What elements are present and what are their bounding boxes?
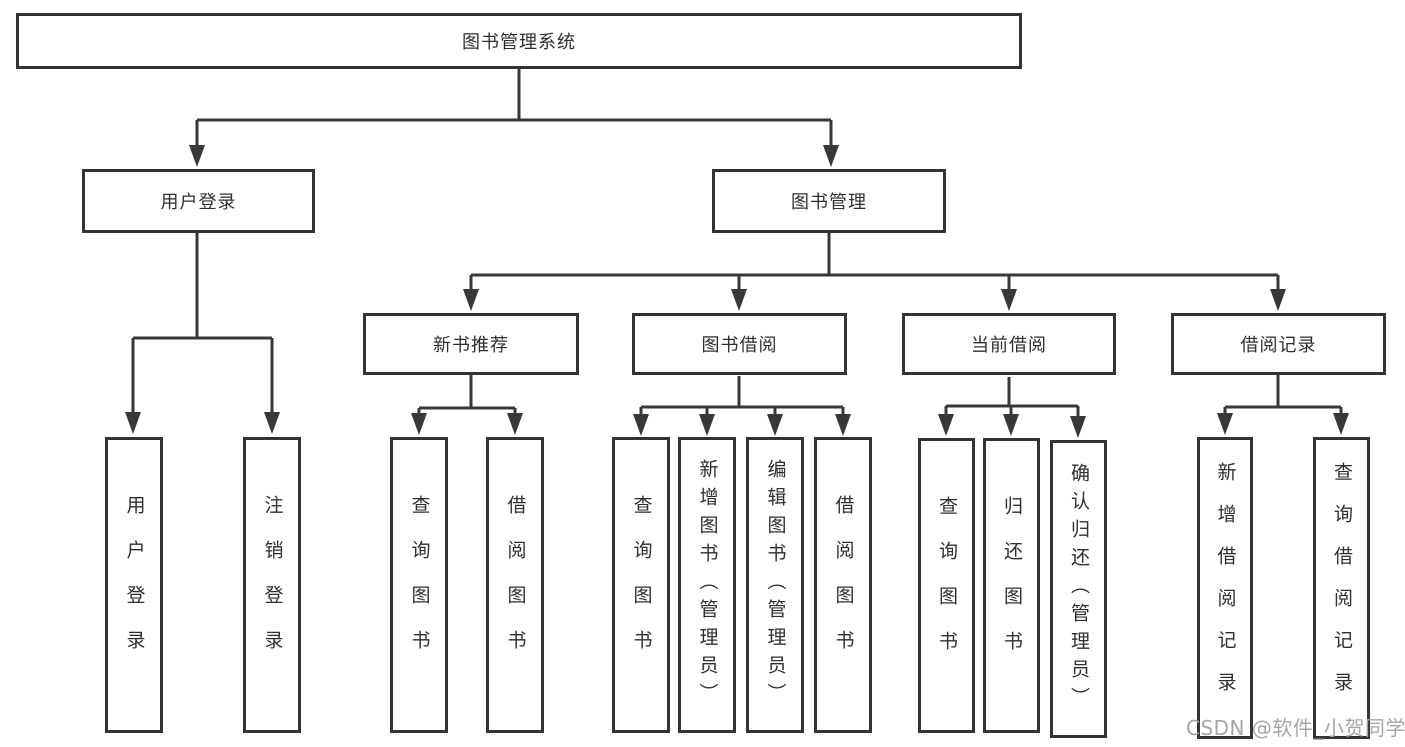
leaf-logout: 注销登录 (243, 437, 301, 733)
leaf-borrow-add-book: 新增图书（管理员） (678, 437, 736, 733)
arrowhead-to-newbook-borrow (507, 413, 523, 435)
arrowhead-to-borrow-query (633, 414, 649, 436)
connector-user-login-children (131, 233, 274, 417)
connector-borrow-records-children (1223, 375, 1343, 416)
arrowhead-to-leaf-logout (264, 412, 280, 434)
arrowhead-to-borrow-edit (767, 414, 783, 436)
arrowhead-to-user-login (189, 145, 205, 167)
arrowhead-to-borrow-borrow (835, 414, 851, 436)
csdn-watermark: CSDN @软件_小贺同学 (1186, 716, 1405, 740)
connector-new-book-rec-children (417, 375, 517, 416)
arrowhead-to-records-query (1333, 413, 1349, 435)
node-user-login: 用户登录 (82, 169, 315, 233)
node-root: 图书管理系统 (16, 13, 1022, 69)
node-borrow-records: 借阅记录 (1171, 313, 1386, 375)
arrowhead-to-current-borrow (1001, 289, 1017, 311)
connector-book-mgmt-children (469, 233, 1280, 293)
connector-book-borrow-children (639, 376, 845, 417)
leaf-newbook-borrow-book: 借阅图书 (486, 437, 544, 733)
arrowhead-to-current-return (1003, 414, 1019, 436)
node-book-borrow: 图书借阅 (632, 313, 847, 375)
arrowhead-to-new-book-rec (463, 289, 479, 311)
arrowhead-to-records-add (1217, 413, 1233, 435)
arrowhead-to-book-mgmt (823, 145, 839, 167)
node-current-borrow: 当前借阅 (902, 313, 1116, 375)
leaf-newbook-query-book: 查询图书 (390, 437, 448, 733)
connector-root-to-level2 (195, 69, 833, 150)
leaf-borrow-edit-book: 编辑图书（管理员） (746, 437, 804, 733)
leaf-current-confirm-return: 确认归还（管理员） (1050, 440, 1107, 738)
arrowhead-to-borrow-records (1270, 289, 1286, 311)
leaf-current-return-book: 归还图书 (983, 438, 1040, 733)
leaf-borrow-query-book: 查询图书 (612, 437, 670, 733)
node-book-mgmt: 图书管理 (712, 169, 946, 233)
arrowhead-to-newbook-query (411, 413, 427, 435)
connector-current-borrow-children (944, 377, 1080, 418)
arrowhead-to-book-borrow (731, 289, 747, 311)
leaf-records-add-record: 新增借阅记录 (1197, 437, 1253, 739)
arrowhead-to-leaf-user-login (125, 412, 141, 434)
leaf-records-query-record: 查询借阅记录 (1313, 437, 1370, 739)
leaf-current-query-book: 查询图书 (918, 438, 975, 733)
node-new-book-recommend: 新书推荐 (363, 313, 579, 375)
arrowhead-to-borrow-add (699, 414, 715, 436)
arrowhead-to-current-query (938, 414, 954, 436)
arrowhead-to-current-confirm (1070, 416, 1086, 438)
leaf-user-login: 用户登录 (105, 437, 163, 733)
leaf-borrow-borrow-book: 借阅图书 (814, 437, 872, 733)
